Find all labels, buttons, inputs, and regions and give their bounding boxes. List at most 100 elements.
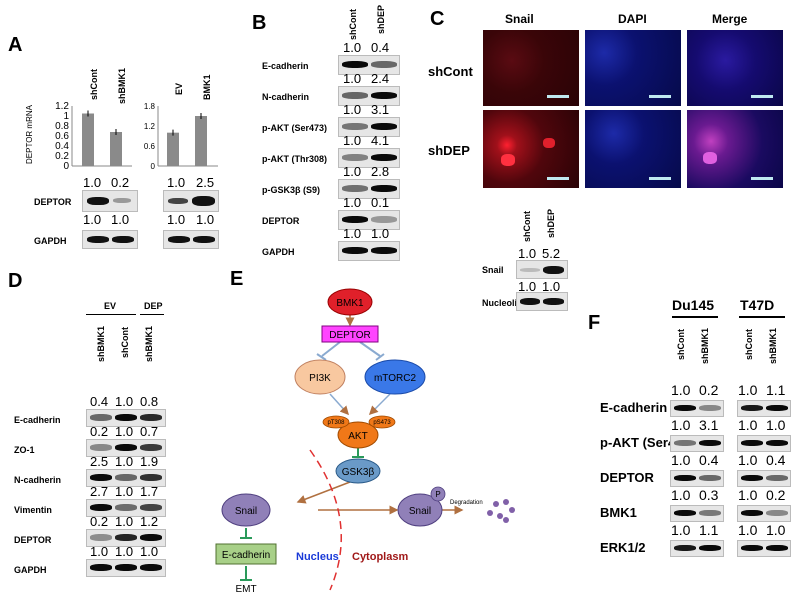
- e-degradation-dots: [487, 499, 515, 523]
- d-row-label: GAPDH: [14, 565, 47, 575]
- a-y-label: DEPTOR mRNA: [25, 104, 34, 164]
- f-cellline-line-du145: [672, 316, 718, 318]
- a-row-label-deptor: DEPTOR: [34, 197, 72, 207]
- d-blot: [86, 559, 166, 577]
- panel-label-d: D: [8, 270, 23, 292]
- a-bar: [82, 113, 94, 166]
- d-blot: [86, 409, 166, 427]
- a-ratio: 1.0: [196, 212, 215, 227]
- a-y-tick: 1: [63, 111, 69, 122]
- f-cellline-line-t47d: [739, 316, 785, 318]
- f-ratio-t47d: 1.0: [738, 487, 758, 503]
- f-ratio-du145: 1.0: [671, 522, 691, 538]
- f-ratio-t47d: 1.0: [738, 522, 758, 538]
- d-row-label: DEPTOR: [14, 535, 52, 545]
- c-row-label-shcont: shCont: [428, 64, 473, 79]
- f-blot-t47d: [737, 400, 791, 417]
- a-ratio: 1.0: [111, 212, 130, 227]
- f-blot-du145: [670, 400, 724, 417]
- e-node-deptor: [321, 325, 379, 343]
- b-ratio: 1.0: [343, 40, 362, 55]
- d-ratio: 0.7: [140, 424, 159, 439]
- panel-label-f: F: [588, 312, 601, 334]
- d-ratio: 0.8: [140, 394, 159, 409]
- c-blot-snail: [516, 260, 568, 279]
- e-label-p: P: [435, 490, 440, 499]
- b-row-label: E-cadherin: [262, 61, 309, 71]
- a-col-label-shcont: shCont: [89, 69, 99, 100]
- b-col-label-shcont: shCont: [348, 9, 358, 40]
- c-ratio: 5.2: [542, 246, 561, 261]
- e-label-cytoplasm: Cytoplasm: [352, 551, 408, 563]
- e-label-gsk3b: GSK3β: [342, 467, 375, 478]
- f-ratio-du145: 1.0: [671, 417, 691, 433]
- e-node-pt308: [322, 415, 350, 429]
- b-col-label-shdep: shDEP: [376, 4, 386, 34]
- f-ratio-du145: 1.0: [671, 452, 691, 468]
- a-ratio: 1.0: [83, 175, 102, 190]
- e-node-snail: [221, 493, 271, 527]
- e-label-ecadherin: E-cadherin: [222, 550, 270, 561]
- b-blot: [338, 241, 400, 261]
- c-header-dapi: DAPI: [618, 12, 647, 26]
- f-ratio-du145: 0.3: [699, 487, 719, 503]
- a-bar: [195, 116, 207, 166]
- b-blot: [338, 86, 400, 106]
- c-ratio: 1.0: [518, 279, 537, 294]
- d-col-label: shBMK1: [96, 325, 106, 362]
- e-label-degradation: Degradation: [450, 500, 483, 506]
- e-pathway-diagram: BMK1 DEPTOR PI3K mTORC2 AKT pT308 pS473 …: [215, 288, 515, 595]
- d-row-label: Vimentin: [14, 505, 52, 515]
- f-row-label: BMK1: [600, 505, 637, 520]
- a-y-tick: 1.2: [55, 101, 69, 112]
- b-ratio: 1.0: [343, 133, 362, 148]
- c-image-shcont-merge: [687, 30, 783, 106]
- c-ratio: 1.0: [542, 279, 561, 294]
- b-blot: [338, 179, 400, 199]
- b-row-label: p-GSK3β (S9): [262, 185, 320, 195]
- a-y-tick: 0.4: [55, 141, 69, 152]
- b-ratio: 4.1: [371, 133, 390, 148]
- e-node-akt: [337, 421, 379, 449]
- c-blot-nucleolin: [516, 292, 568, 311]
- b-blot: [338, 210, 400, 230]
- d-ratio: 1.0: [115, 424, 134, 439]
- f-ratio-t47d: 1.0: [738, 382, 758, 398]
- f-blot-t47d: [737, 505, 791, 522]
- d-row-label: E-cadherin: [14, 415, 61, 425]
- c-col-label-shcont: shCont: [522, 211, 532, 242]
- d-ratio: 0.2: [90, 514, 109, 529]
- d-ratio: 1.7: [140, 484, 159, 499]
- f-blot-du145: [670, 505, 724, 522]
- d-blot: [86, 439, 166, 457]
- c-image-shcont-snail: [483, 30, 579, 106]
- b-ratio: 2.8: [371, 164, 390, 179]
- f-blot-t47d: [737, 540, 791, 557]
- b-ratio: 3.1: [371, 102, 390, 117]
- d-ratio: 1.0: [115, 544, 134, 559]
- e-label-nucleus: Nucleus: [296, 551, 339, 563]
- d-blot: [86, 529, 166, 547]
- c-header-merge: Merge: [712, 12, 748, 26]
- a-y-tick: 0: [151, 162, 156, 171]
- e-label-emt: EMT: [235, 584, 256, 595]
- d-ratio: 2.5: [90, 454, 109, 469]
- panel-label-a: A: [8, 34, 23, 56]
- f-col-label: shCont: [744, 329, 754, 360]
- f-ratio-t47d: 0.4: [766, 452, 786, 468]
- a-col-label-ev: EV: [174, 82, 184, 95]
- e-node-gsk3b: [335, 458, 381, 484]
- c-image-shdep-snail: [483, 110, 579, 188]
- d-ratio: 0.2: [90, 424, 109, 439]
- b-ratio: 1.0: [343, 195, 362, 210]
- f-blot-t47d: [737, 435, 791, 452]
- d-group-label-ev: EV: [104, 301, 117, 311]
- c-row-label-nucleolin: Nucleolin: [482, 298, 523, 308]
- e-node-ps473: [368, 415, 396, 429]
- d-col-label: shBMK1: [144, 325, 154, 362]
- b-ratio: 1.0: [343, 226, 362, 241]
- a-ratio: 2.5: [196, 175, 215, 190]
- a-col-label-bmk1: BMK1: [202, 74, 212, 100]
- f-ratio-t47d: 1.0: [766, 417, 786, 433]
- d-group-label-dep: DEP: [144, 301, 163, 311]
